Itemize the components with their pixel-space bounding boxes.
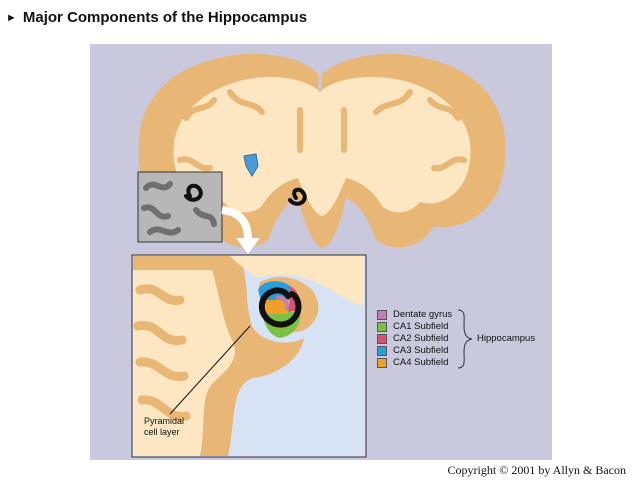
dentate-gyrus-region [275, 295, 290, 312]
legend-item-ca3: CA3 Subfield [377, 345, 452, 357]
pyramidal-label-line-2: cell layer [144, 427, 180, 437]
legend-item-ca4: CA4 Subfield [377, 357, 452, 369]
ca4-region [266, 300, 288, 314]
page-title: ► Major Components of the Hippocampus [6, 9, 307, 26]
legend-label: Dentate gyrus [393, 309, 453, 320]
pyramidal-leader-line [169, 325, 251, 415]
brain-white-matter [173, 77, 471, 216]
hippocampus-group-label: Hippocampus [477, 333, 536, 344]
legend-item-ca2: CA2 Subfield [377, 333, 452, 345]
hippocampus-inset [131, 254, 367, 458]
legend-swatch [377, 322, 387, 332]
zoom-box-spiral [184, 183, 203, 202]
legend-swatch [377, 358, 387, 368]
copyright-notice: Copyright © 2001 by Allyn & Bacon [447, 463, 626, 477]
legend-label: CA4 Subfield [393, 357, 449, 368]
legend-item-dentate-gyrus: Dentate gyrus [377, 309, 452, 321]
coronal-brain-section [138, 53, 506, 248]
legend: Dentate gyrus CA1 Subfield CA2 Subfield … [377, 309, 452, 369]
ventricle [243, 153, 259, 177]
zoom-box [137, 171, 223, 243]
legend-swatch [377, 346, 387, 356]
legend-label: CA3 Subfield [393, 345, 449, 356]
legend-label: CA2 Subfield [393, 333, 449, 344]
pyramidal-cell-spiral [258, 287, 302, 328]
legend-swatch [377, 310, 387, 320]
gyri-outline [177, 89, 467, 172]
pyramidal-label: Pyramidal cell layer [144, 416, 184, 438]
legend-swatch [377, 334, 387, 344]
legend-label: CA1 Subfield [393, 321, 449, 332]
triangle-right-icon: ► [6, 11, 17, 24]
zoom-arrow-icon [221, 206, 260, 254]
inset-gyri [133, 284, 191, 421]
zoom-box-gyri [141, 181, 217, 236]
right-hippocampus-spiral [288, 187, 307, 206]
brace-icon [457, 309, 473, 369]
inset-upper-tissue [230, 256, 364, 306]
pyramidal-label-line-1: Pyramidal [144, 416, 185, 426]
legend-item-ca1: CA1 Subfield [377, 321, 452, 333]
title-text: Major Components of the Hippocampus [22, 9, 308, 26]
